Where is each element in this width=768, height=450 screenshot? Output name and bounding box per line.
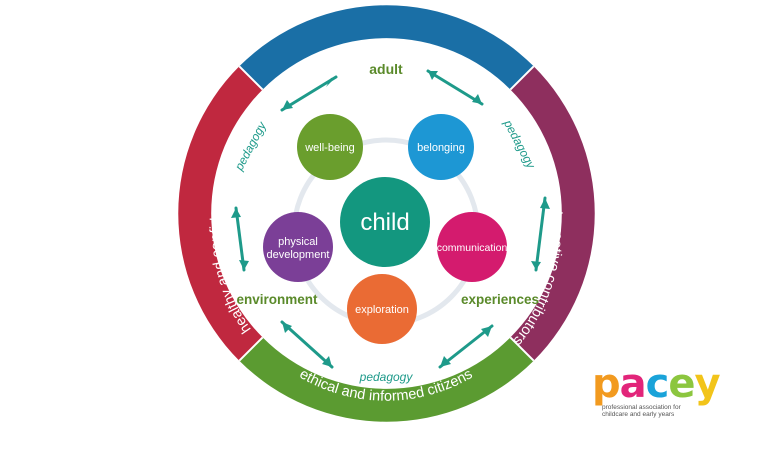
logo-tagline-line2: childcare and early years (602, 411, 675, 418)
circle-label-development: development (267, 249, 330, 261)
ring-separators (238, 65, 535, 362)
arrow-bottom-right (438, 324, 494, 369)
logo-letter-p: p (592, 361, 621, 407)
ring-segment-bottom (239, 337, 534, 422)
arrow-left (234, 206, 246, 272)
arrow-bottom-left (280, 320, 334, 369)
arrow-top-right (426, 69, 484, 106)
label-pedagogy-bottom: pedagogy (359, 370, 414, 384)
label-environment: environment (236, 292, 318, 307)
logo-wordmark: pacey (592, 364, 742, 404)
ring-segment-top (239, 5, 534, 90)
center-circle-child (340, 177, 430, 267)
circle-physical-development (263, 212, 333, 282)
pacey-logo: pacey professional association for child… (592, 364, 742, 424)
ring-segment-right (510, 66, 595, 361)
circle-belonging (408, 114, 474, 180)
circle-well-being (297, 114, 363, 180)
circle-exploration (347, 274, 417, 344)
logo-letter-a: a (619, 361, 647, 407)
logo-tagline-line1: professional association for (602, 404, 681, 411)
arrow-right (534, 196, 547, 272)
label-experiences: experiences (461, 292, 539, 307)
logo-letter-e: e (668, 361, 695, 407)
circle-label-exploration: exploration (355, 304, 409, 316)
circle-label-communication: communication (437, 242, 508, 254)
circle-label-belonging: belonging (417, 142, 465, 154)
arrow-top-left (280, 75, 338, 112)
arrowheads (231, 71, 550, 367)
circle-label-physical: physical (278, 236, 318, 248)
logo-letter-c: c (645, 361, 670, 407)
label-adult: adult (369, 61, 403, 77)
logo-tagline: professional association for childcare a… (602, 404, 722, 418)
center-label: child (360, 209, 409, 236)
circle-communication (437, 212, 507, 282)
logo-letter-y: y (694, 361, 721, 407)
circle-label-well-being: well-being (304, 142, 355, 154)
ring-segment-left (178, 66, 263, 361)
